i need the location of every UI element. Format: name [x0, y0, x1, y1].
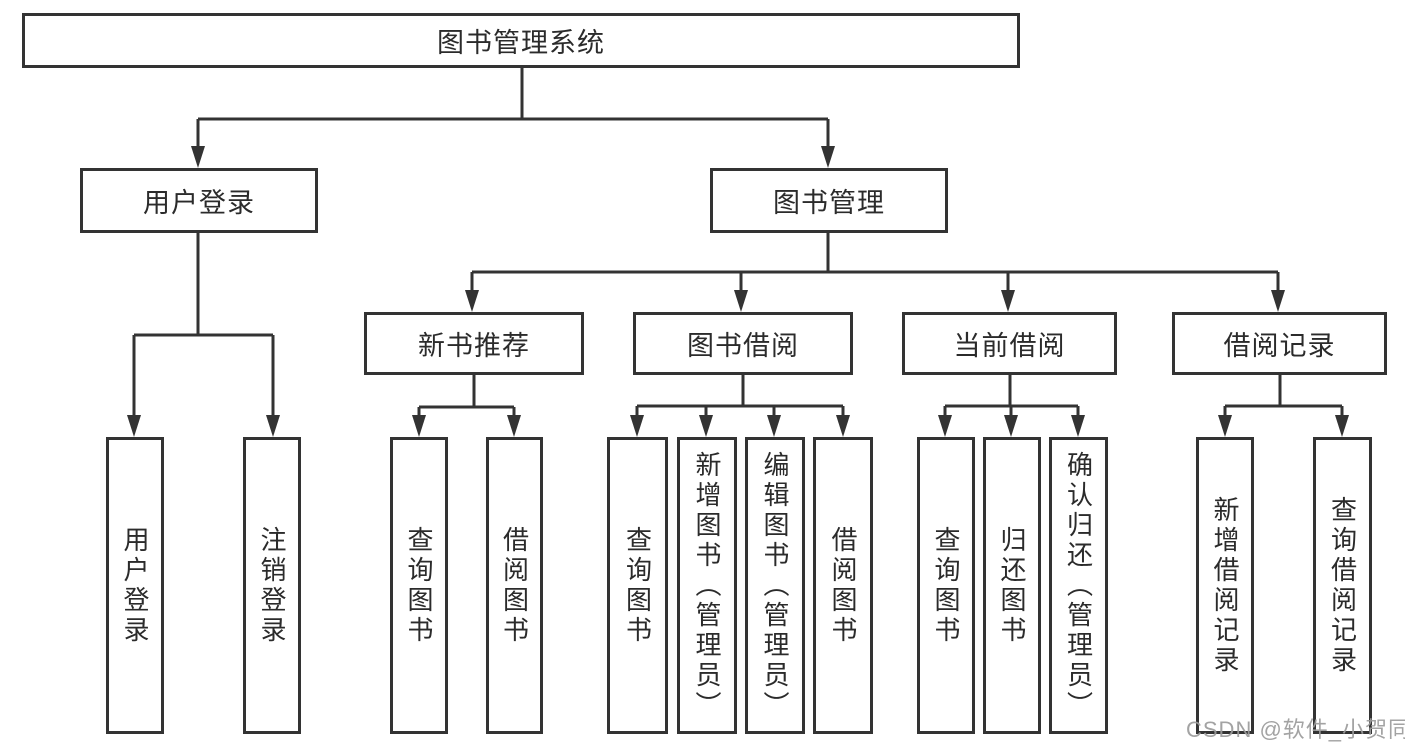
arrow-down-icon	[465, 290, 479, 312]
connector-book-mgmt-to-level3	[470, 233, 1280, 296]
node-current-borrow: 当前借阅	[902, 312, 1117, 375]
leaf-query-book-borrow: 查询图书	[607, 437, 668, 734]
leaf-query-borrow-record-label: 查询借阅记录	[1327, 495, 1358, 676]
connector-book-borrow-children	[635, 374, 845, 421]
leaf-return-book-label: 归还图书	[997, 525, 1027, 646]
arrow-down-icon	[507, 415, 521, 437]
leaf-edit-book-admin: 编辑图书（管理员）	[745, 437, 805, 734]
arrow-down-icon	[734, 290, 748, 312]
leaf-query-book-recommend-label: 查询图书	[404, 525, 434, 646]
arrow-down-icon	[836, 415, 850, 437]
node-root-system: 图书管理系统	[22, 13, 1020, 68]
arrow-down-icon	[1004, 415, 1018, 437]
arrow-down-icon	[699, 415, 713, 437]
node-new-book-recommend: 新书推荐	[364, 312, 584, 375]
node-user-login-label: 用户登录	[143, 188, 255, 218]
leaf-confirm-return-admin: 确认归还（管理员）	[1049, 437, 1108, 734]
connector-new-book-children	[417, 374, 516, 421]
csdn-watermark: CSDN @软件_小贺同学	[1186, 717, 1405, 742]
connector-user-login-children	[132, 232, 275, 421]
leaf-user-login-label: 用户登录	[120, 525, 150, 646]
node-book-borrow: 图书借阅	[633, 312, 853, 375]
leaf-logout-login-label: 注销登录	[257, 525, 287, 646]
leaf-borrow-book: 借阅图书	[813, 437, 873, 734]
leaf-add-book-admin-label: 新增图书（管理员）	[692, 450, 722, 721]
connector-borrow-record-children	[1223, 374, 1344, 421]
leaf-borrow-book-recommend: 借阅图书	[486, 437, 543, 734]
arrow-down-icon	[1001, 290, 1015, 312]
node-new-book-recommend-label: 新书推荐	[418, 331, 530, 361]
connector-current-borrow-children	[943, 374, 1080, 421]
arrow-down-icon	[127, 415, 141, 437]
leaf-logout-login: 注销登录	[243, 437, 301, 734]
leaf-query-book-current: 查询图书	[917, 437, 975, 734]
leaf-add-borrow-record-label: 新增借阅记录	[1210, 495, 1240, 676]
arrow-down-icon	[1071, 415, 1085, 437]
node-book-management-label: 图书管理	[773, 188, 885, 218]
arrow-down-icon	[630, 415, 644, 437]
arrow-down-icon	[821, 146, 835, 168]
node-root-label: 图书管理系统	[437, 28, 605, 58]
node-current-borrow-label: 当前借阅	[953, 331, 1066, 361]
leaf-add-book-admin: 新增图书（管理员）	[677, 437, 737, 734]
node-book-management: 图书管理	[710, 168, 948, 233]
node-borrow-record: 借阅记录	[1172, 312, 1387, 375]
connector-root-to-level2	[196, 68, 830, 152]
leaf-borrow-book-recommend-label: 借阅图书	[499, 525, 530, 646]
arrow-down-icon	[767, 415, 781, 437]
leaf-borrow-book-label: 借阅图书	[828, 525, 858, 646]
leaf-query-borrow-record: 查询借阅记录	[1313, 437, 1372, 734]
node-borrow-record-label: 借阅记录	[1223, 331, 1336, 361]
leaf-add-borrow-record: 新增借阅记录	[1196, 437, 1254, 734]
leaf-user-login: 用户登录	[106, 437, 164, 734]
arrow-down-icon	[1271, 290, 1285, 312]
leaf-confirm-return-admin-label: 确认归还（管理员）	[1063, 450, 1094, 721]
node-book-borrow-label: 图书借阅	[687, 331, 799, 361]
leaf-query-book-recommend: 查询图书	[390, 437, 448, 734]
leaf-query-book-current-label: 查询图书	[931, 525, 961, 646]
node-user-login: 用户登录	[80, 168, 318, 233]
arrow-down-icon	[938, 415, 952, 437]
leaf-edit-book-admin-label: 编辑图书（管理员）	[760, 450, 790, 721]
arrow-down-icon	[412, 415, 426, 437]
arrow-down-icon	[266, 415, 280, 437]
arrow-down-icon	[1218, 415, 1232, 437]
leaf-query-book-borrow-label: 查询图书	[622, 525, 653, 646]
leaf-return-book: 归还图书	[983, 437, 1041, 734]
arrow-down-icon	[1335, 415, 1349, 437]
arrow-down-icon	[191, 146, 205, 168]
